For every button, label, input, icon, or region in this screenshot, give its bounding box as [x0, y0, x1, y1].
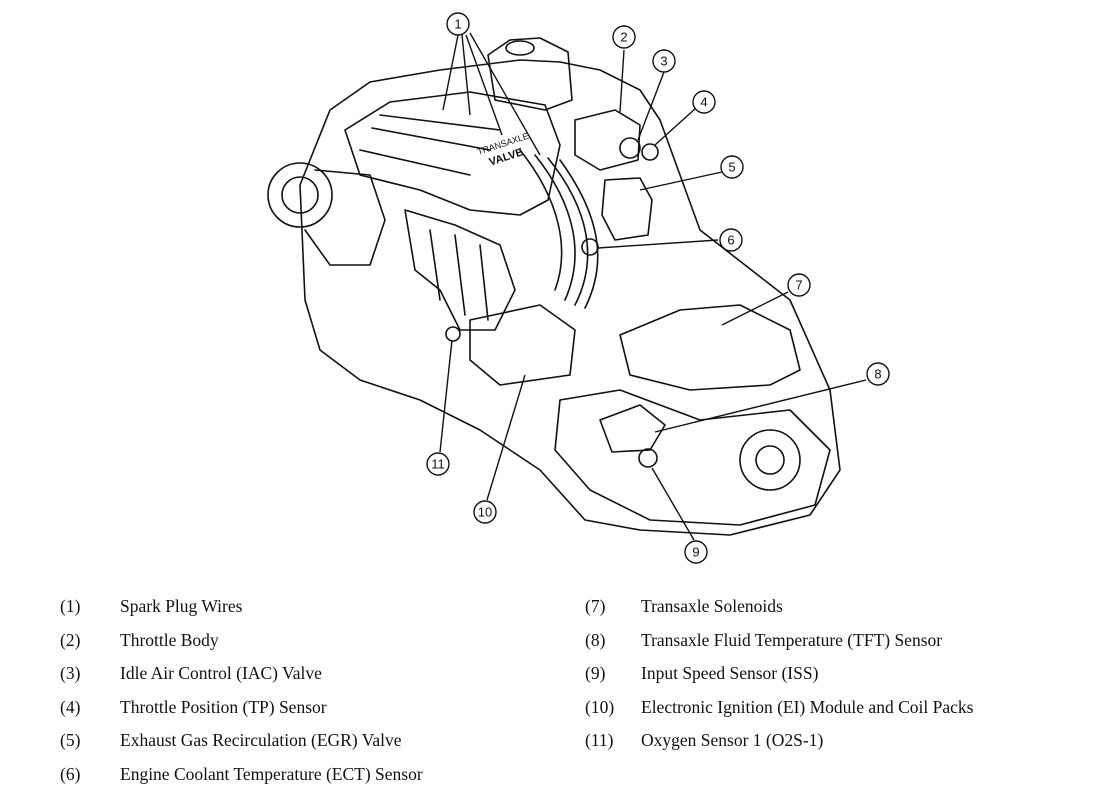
callout-circle-4 — [692, 90, 716, 114]
engine-diagram: TRANSAXLE VALVE 1 2 3 4 5 — [267, 12, 890, 564]
legend-number: (8) — [585, 629, 606, 650]
legend-item: (11) Oxygen Sensor 1 (O2S-1) — [585, 730, 973, 764]
legend-item: (1) Spark Plug Wires — [60, 596, 423, 630]
legend-label: Exhaust Gas Recirculation (EGR) Valve — [120, 730, 402, 751]
legend-label: Spark Plug Wires — [120, 596, 243, 616]
legend-number: (4) — [60, 696, 81, 717]
legend-label: Throttle Position (TP) Sensor — [120, 696, 327, 717]
engine-block — [299, 59, 841, 536]
reservoir-cap — [505, 40, 535, 56]
tp-sensor — [641, 143, 659, 161]
transaxle-flange — [739, 429, 801, 491]
callout-label-2: 2 — [620, 30, 627, 45]
egr-valve — [601, 177, 653, 241]
callout-circle-9 — [684, 540, 708, 564]
legend-item: (3) Idle Air Control (IAC) Valve — [60, 663, 423, 697]
legend-label: Input Speed Sensor (ISS) — [641, 663, 819, 684]
callouts — [426, 12, 890, 564]
legend-item: (4) Throttle Position (TP) Sensor — [60, 697, 423, 731]
legend-number: (9) — [585, 663, 606, 684]
oxygen-sensor — [445, 326, 461, 342]
ignition-coil-packs — [469, 304, 576, 386]
legend-item: (8) Transaxle Fluid Temperature (TFT) Sen… — [585, 630, 973, 664]
legend-label: Oxygen Sensor 1 (O2S-1) — [641, 730, 824, 751]
throttle-body — [574, 109, 641, 171]
leader-11 — [439, 339, 453, 453]
legend-number: (1) — [60, 596, 81, 616]
callout-label-5: 5 — [728, 160, 735, 175]
valve-cover — [344, 91, 561, 216]
callout-circle-8 — [866, 362, 890, 386]
leader-1c — [465, 34, 503, 136]
leader-8 — [654, 379, 867, 433]
legend-label: Transaxle Solenoids — [641, 596, 783, 616]
callout-circle-6 — [719, 228, 743, 252]
legend-item: (2) Throttle Body — [60, 630, 423, 664]
transaxle-housing — [619, 304, 801, 391]
leader-7 — [721, 291, 789, 326]
callout-circle-3 — [652, 49, 676, 73]
callout-label-4: 4 — [700, 95, 707, 110]
tft-sensor — [599, 404, 666, 453]
legend-number: (6) — [60, 763, 81, 784]
legend-label: Throttle Body — [120, 629, 219, 650]
legend-item: (7) Transaxle Solenoids — [585, 596, 973, 630]
idle-air-valve — [619, 137, 641, 159]
callout-label-8: 8 — [874, 367, 881, 382]
valve-cover-ribs — [359, 114, 501, 176]
legend-left-column: (1) Spark Plug Wires (2) Throttle Body (3)… — [60, 596, 423, 798]
legend-label: Idle Air Control (IAC) Valve — [120, 663, 322, 684]
leader-1a — [442, 34, 459, 111]
callout-label-6: 6 — [727, 233, 734, 248]
callout-circle-11 — [426, 452, 450, 476]
valve-cover-lettering: TRANSAXLE VALVE — [476, 131, 530, 169]
callout-circle-5 — [720, 155, 744, 179]
alternator-body — [304, 169, 386, 266]
ect-sensor — [581, 238, 599, 256]
coolant-reservoir — [487, 37, 573, 111]
callout-label-1: 1 — [454, 17, 461, 32]
legend-number: (7) — [585, 596, 606, 616]
leader-10 — [486, 374, 526, 501]
legend-number: (5) — [60, 730, 81, 751]
leader-2 — [619, 49, 625, 113]
legend-number: (3) — [60, 663, 81, 684]
legend-item: (5) Exhaust Gas Recirculation (EGR) Valve — [60, 730, 423, 764]
transaxle-case — [554, 389, 831, 526]
alternator-pulley-inner — [281, 176, 319, 214]
callout-circle-2 — [612, 25, 636, 49]
leader-3 — [637, 71, 665, 141]
legend-label: Electronic Ignition (EI) Module and Coil… — [641, 696, 974, 717]
legend-item: (6) Engine Coolant Temperature (ECT) Sens… — [60, 764, 423, 798]
callout-circle-1 — [446, 12, 470, 36]
leader-1b — [461, 34, 471, 116]
input-speed-sensor — [638, 448, 658, 468]
callout-label-7: 7 — [795, 278, 802, 293]
callout-circle-7 — [787, 273, 811, 297]
legend-item: (9) Input Speed Sensor (ISS) — [585, 663, 973, 697]
leader-5 — [639, 171, 723, 191]
leader-6 — [597, 239, 719, 249]
callout-circle-10 — [473, 500, 497, 524]
callout-label-11: 11 — [431, 457, 445, 472]
exhaust-manifold — [404, 209, 516, 331]
legend-number: (2) — [60, 629, 81, 650]
legend-label: Transaxle Fluid Temperature (TFT) Sensor — [641, 629, 943, 650]
callout-label-10: 10 — [478, 505, 492, 520]
leader-1d — [469, 32, 541, 156]
leader-9 — [651, 467, 695, 541]
alternator-pulley — [267, 162, 333, 228]
spark-plug-wires — [519, 149, 599, 309]
legend-number: (10) — [585, 696, 615, 717]
callout-label-3: 3 — [660, 54, 667, 69]
legend-number: (11) — [585, 730, 614, 751]
leader-4 — [654, 107, 697, 146]
transaxle-flange-inner — [755, 445, 785, 475]
callout-label-9: 9 — [692, 545, 699, 560]
legend-right-column: (7) Transaxle Solenoids (8) Transaxle Flui… — [585, 596, 973, 764]
legend-item: (10) Electronic Ignition (EI) Module and … — [585, 697, 973, 731]
legend-label: Engine Coolant Temperature (ECT) Sensor — [120, 763, 423, 784]
